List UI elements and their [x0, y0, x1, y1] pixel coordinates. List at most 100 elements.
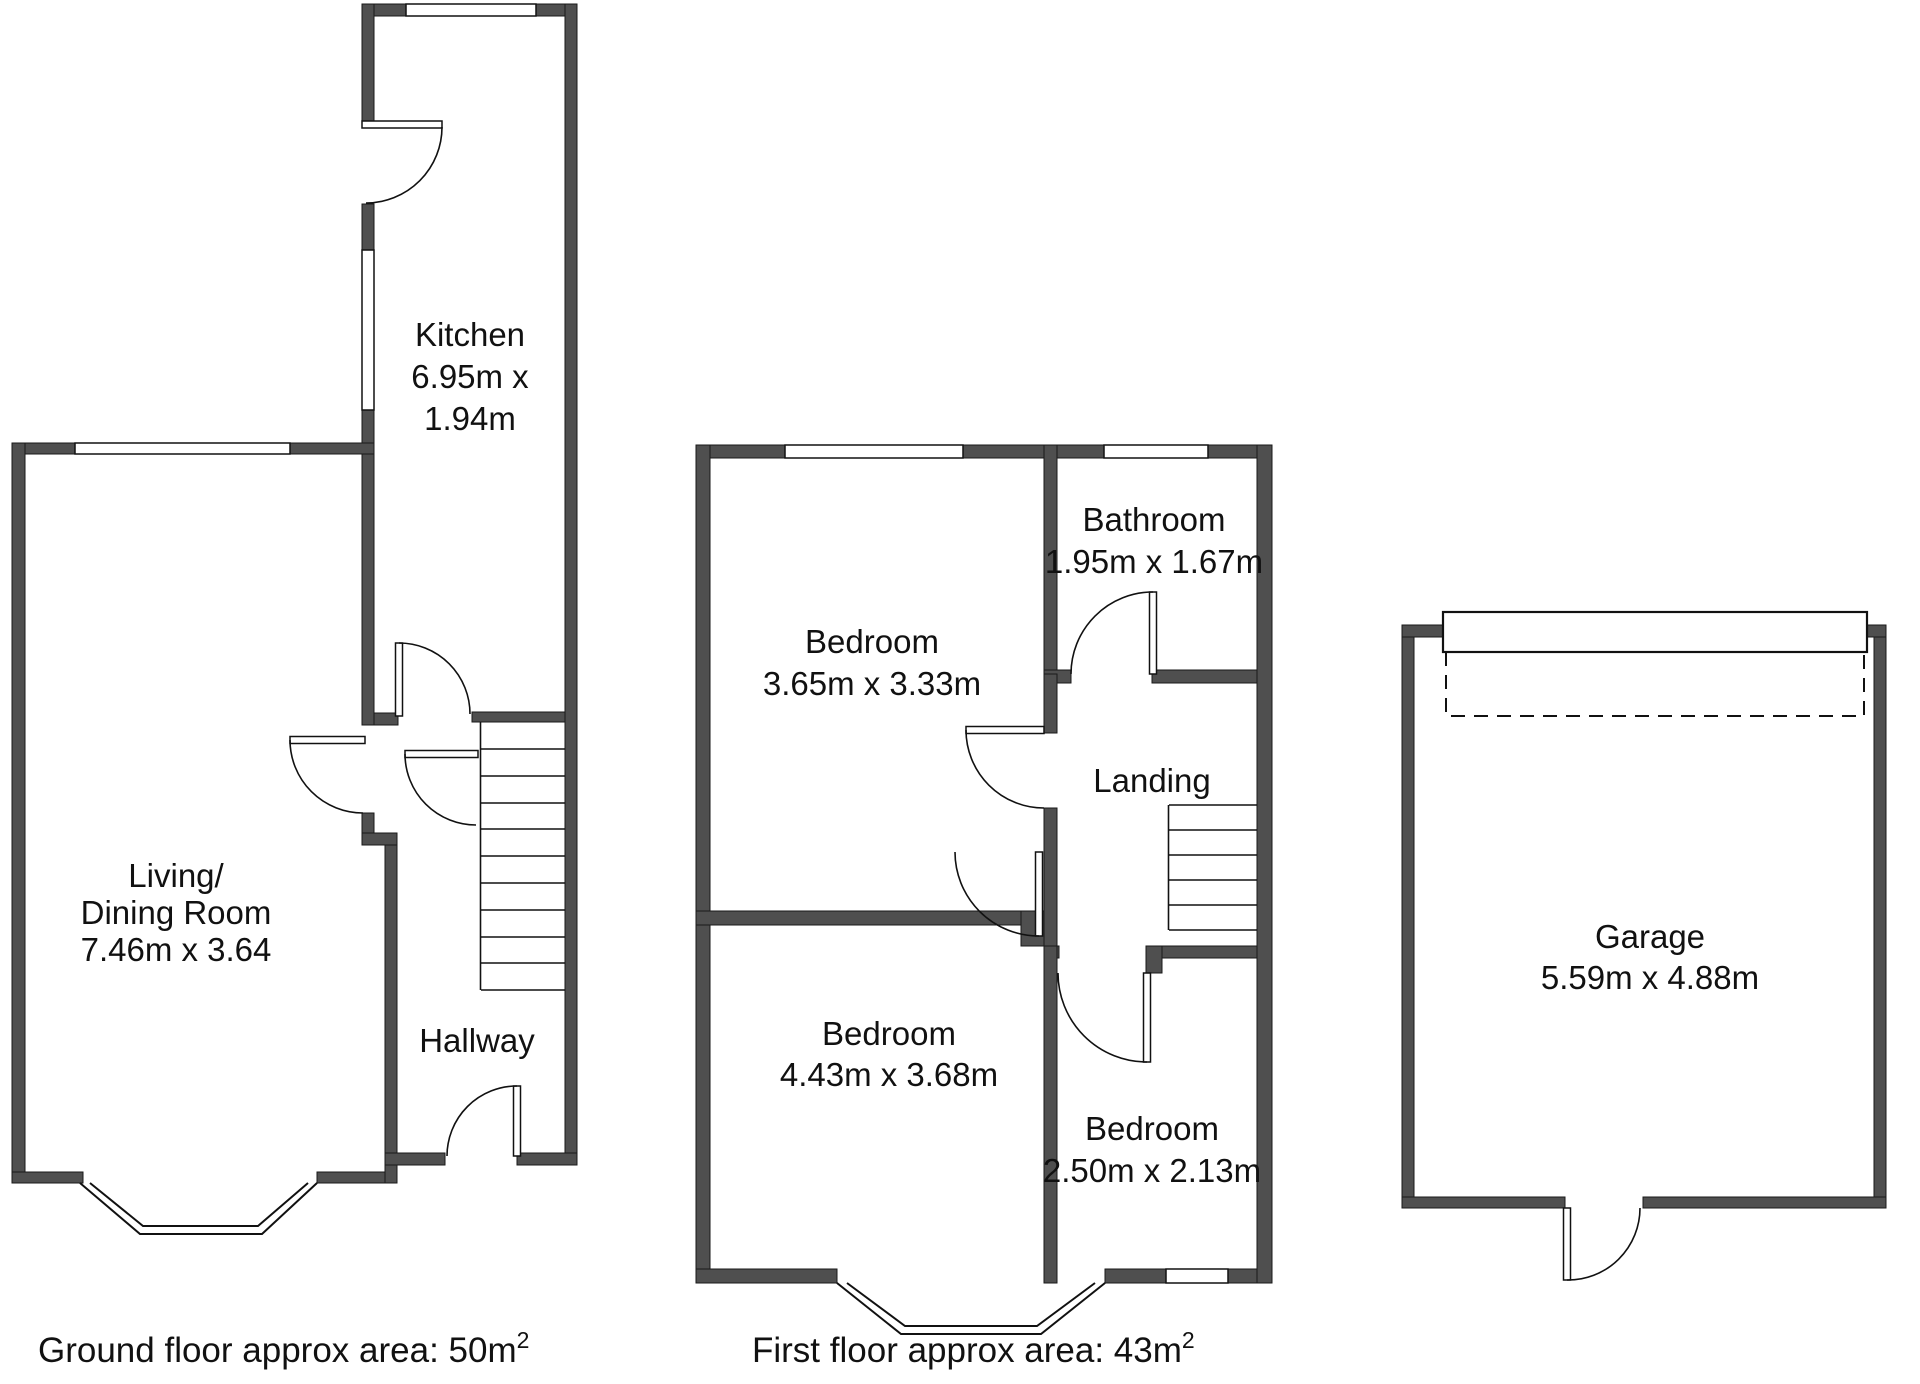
wall-segment: [361, 203, 375, 251]
wall-segment: [384, 844, 398, 1184]
wall-segment: [471, 711, 566, 723]
bathroom-window: [1103, 444, 1209, 459]
front-door-leaf: [512, 1085, 522, 1157]
wall-segment: [1401, 624, 1415, 1209]
back-door-leaf: [361, 120, 443, 129]
bedroom-front-label: Bedroom: [805, 623, 939, 660]
hallway-label: Hallway: [419, 1022, 535, 1059]
bedroom-main-dims: 4.43m x 3.68m: [780, 1056, 998, 1093]
bedroom-front-door-arc: [965, 729, 1045, 809]
living-room-window: [74, 442, 291, 455]
wall-segment: [1401, 624, 1445, 638]
ground-floor-windows: [74, 3, 537, 455]
back-door-arc: [365, 126, 443, 204]
kitchen-label: Kitchen: [415, 316, 525, 353]
living-room-dims: 7.46m x 3.64: [81, 931, 272, 968]
garage-dims: 5.59m x 4.88m: [1541, 959, 1759, 996]
hallway-door-leaf: [404, 749, 479, 759]
wall-segment: [1043, 673, 1058, 734]
wall-segment: [1227, 1268, 1258, 1284]
ground-floor-caption-superscript: 2: [517, 1327, 530, 1353]
bedroom-small-window: [1165, 1268, 1229, 1284]
wall-segment: [1161, 945, 1258, 959]
bedroom-front-window: [784, 444, 964, 459]
living-room-door-leaf: [289, 735, 366, 745]
bay-window-outer: [836, 1282, 1106, 1335]
first-floor-windows: [784, 444, 1229, 1284]
garage-side-door-arc: [1566, 1207, 1641, 1281]
wall-segment: [695, 910, 1045, 926]
wall-segment: [1865, 624, 1887, 638]
wall-segment: [384, 1152, 446, 1166]
wall-segment: [289, 442, 375, 455]
first-floor-caption-superscript: 2: [1182, 1327, 1195, 1353]
bedroom-front-door-leaf: [965, 725, 1045, 735]
garage-side-door: [1562, 1207, 1641, 1281]
bay-window-outer: [79, 1182, 318, 1235]
wall-segment: [11, 1171, 84, 1184]
ground-floor-plan: Kitchen 6.95m x 1.94m Living/ Dining Roo…: [11, 3, 578, 1235]
landing-door-arc: [954, 851, 1040, 937]
wall-segment: [1043, 807, 1058, 959]
garage-walls: [1401, 624, 1887, 1209]
wall-segment: [695, 1268, 838, 1284]
wall-segment: [1104, 1268, 1167, 1284]
wall-segment: [11, 442, 26, 1184]
wall-segment: [516, 1152, 578, 1166]
wall-segment: [1151, 669, 1258, 684]
front-door-arc: [446, 1085, 518, 1157]
kitchen-top-window: [405, 3, 537, 17]
wall-segment: [564, 3, 578, 1166]
ground-floor-labels: Kitchen 6.95m x 1.94m Living/ Dining Roo…: [81, 316, 536, 1059]
ground-floor-bay-window: [79, 1182, 318, 1235]
wall-segment: [1873, 624, 1887, 1209]
wall-segment: [361, 3, 375, 127]
first-floor-caption-text: First floor approx area: 43m: [752, 1331, 1182, 1370]
landing-door-leaf: [1034, 851, 1044, 937]
first-floor-labels: Bedroom 3.65m x 3.33m Bathroom 1.95m x 1…: [763, 501, 1263, 1189]
bathroom-door-arc: [1070, 591, 1154, 675]
wall-segment: [1256, 444, 1273, 1284]
kitchen-side-window: [361, 249, 375, 411]
wall-segment: [361, 832, 398, 846]
first-floor-staircase: [1167, 804, 1257, 931]
bedroom-front-dims: 3.65m x 3.33m: [763, 665, 981, 702]
bathroom-dims: 1.95m x 1.67m: [1045, 543, 1263, 580]
ground-floor-walls: [11, 3, 578, 1184]
kitchen-dims-line2: 1.94m: [424, 400, 516, 437]
kitchen-door-arc: [398, 642, 471, 715]
kitchen-door-leaf: [394, 642, 404, 717]
ground-floor-caption: Ground floor approx area: 50m2: [38, 1327, 529, 1370]
first-floor-bay-window: [836, 1282, 1106, 1335]
bathroom-label: Bathroom: [1082, 501, 1225, 538]
garage-door: [1441, 610, 1869, 654]
living-room-label-line1: Living/: [128, 857, 224, 894]
first-floor-caption: First floor approx area: 43m2: [752, 1327, 1195, 1370]
first-floor-doors: [954, 591, 1158, 1063]
wall-segment: [373, 712, 399, 726]
bathroom-door-leaf: [1148, 591, 1158, 675]
bedroom-small-dims: 2.50m x 2.13m: [1043, 1152, 1261, 1189]
bedroom-small-label: Bedroom: [1085, 1110, 1219, 1147]
ground-floor-staircase: [479, 722, 565, 991]
wall-segment: [962, 444, 1105, 459]
garage-labels: Garage 5.59m x 4.88m: [1541, 918, 1759, 996]
wall-segment: [1401, 1196, 1566, 1209]
landing-label: Landing: [1093, 762, 1210, 799]
ground-floor-caption-text: Ground floor approx area: 50m: [38, 1331, 517, 1370]
bedroom-small-door-leaf: [1142, 972, 1152, 1063]
bedroom-small-door-arc: [1057, 972, 1148, 1063]
wall-segment: [1043, 945, 1058, 1284]
bay-window-inner: [89, 1182, 309, 1227]
kitchen-dims-line1: 6.95m x: [411, 358, 529, 395]
wall-segment: [695, 444, 711, 1284]
living-room-label-line2: Dining Room: [81, 894, 272, 931]
wall-segment: [361, 409, 375, 726]
bay-window-inner: [846, 1282, 1096, 1327]
garage-side-door-leaf: [1562, 1207, 1572, 1281]
hallway-door-arc: [404, 753, 477, 826]
garage-label: Garage: [1595, 918, 1705, 955]
living-room-door-arc: [289, 739, 364, 814]
ground-floor-doors: [289, 120, 522, 1157]
